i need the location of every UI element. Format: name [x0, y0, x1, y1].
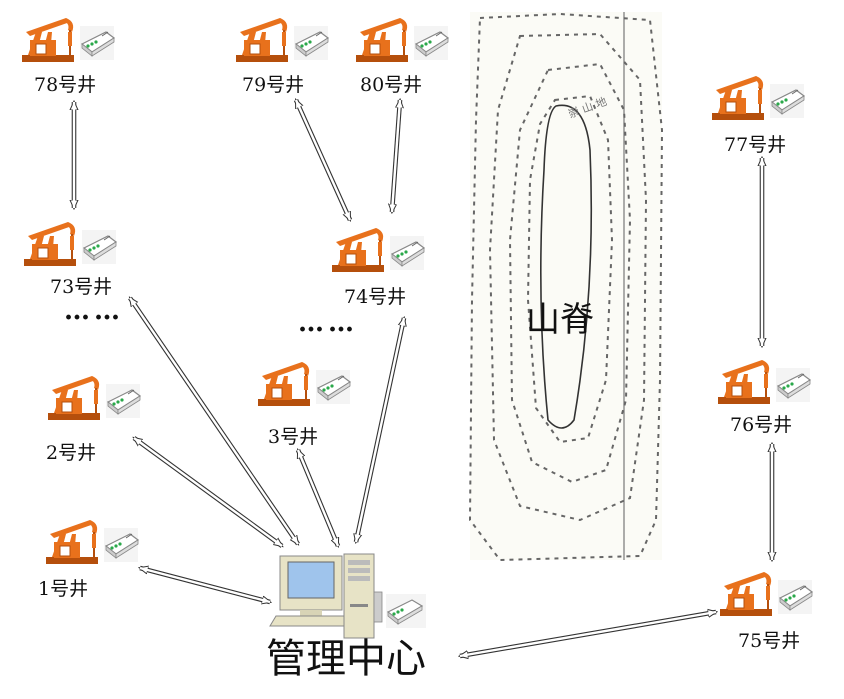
well-78-pumpjack-icon [21, 17, 115, 63]
desktop-computer-icon [269, 553, 383, 639]
well-76-pumpjack-icon [717, 359, 811, 405]
well-79-pumpjack-icon [235, 17, 329, 63]
well-3-label: 3号井 [268, 426, 319, 448]
well-1-pumpjack-icon [45, 519, 139, 565]
well-73-label: 73号井 [50, 276, 113, 298]
well-80-label: 80号井 [360, 74, 423, 96]
well-76-label: 76号井 [730, 414, 793, 436]
well-80-pumpjack-icon [355, 17, 449, 63]
well-2-label: 2号井 [46, 442, 97, 464]
center-wireless-modem-icon [385, 593, 427, 629]
well-77-label: 77号井 [724, 134, 787, 156]
well-74-pumpjack-icon [331, 227, 425, 273]
well-78-label: 78号井 [34, 74, 97, 96]
ridge-label: 山脊 [526, 300, 594, 340]
well-3-pumpjack-icon [257, 361, 351, 407]
well-1-label: 1号井 [38, 578, 89, 600]
well-75-pumpjack-icon [719, 571, 813, 617]
well-73-pumpjack-icon [23, 221, 117, 267]
management-center-label: 管理中心 [266, 636, 426, 682]
well-74-label: 74号井 [344, 286, 407, 308]
ridge-contour-map: 崇 山 地 [468, 12, 664, 562]
ellipsis-middle: …… [298, 308, 358, 338]
well-77-pumpjack-icon [711, 75, 805, 121]
well-79-label: 79号井 [242, 74, 305, 96]
well-2-pumpjack-icon [47, 375, 141, 421]
connection-arrows [74, 100, 772, 656]
well-75-label: 75号井 [738, 630, 801, 652]
ellipsis-left: …… [64, 296, 124, 326]
